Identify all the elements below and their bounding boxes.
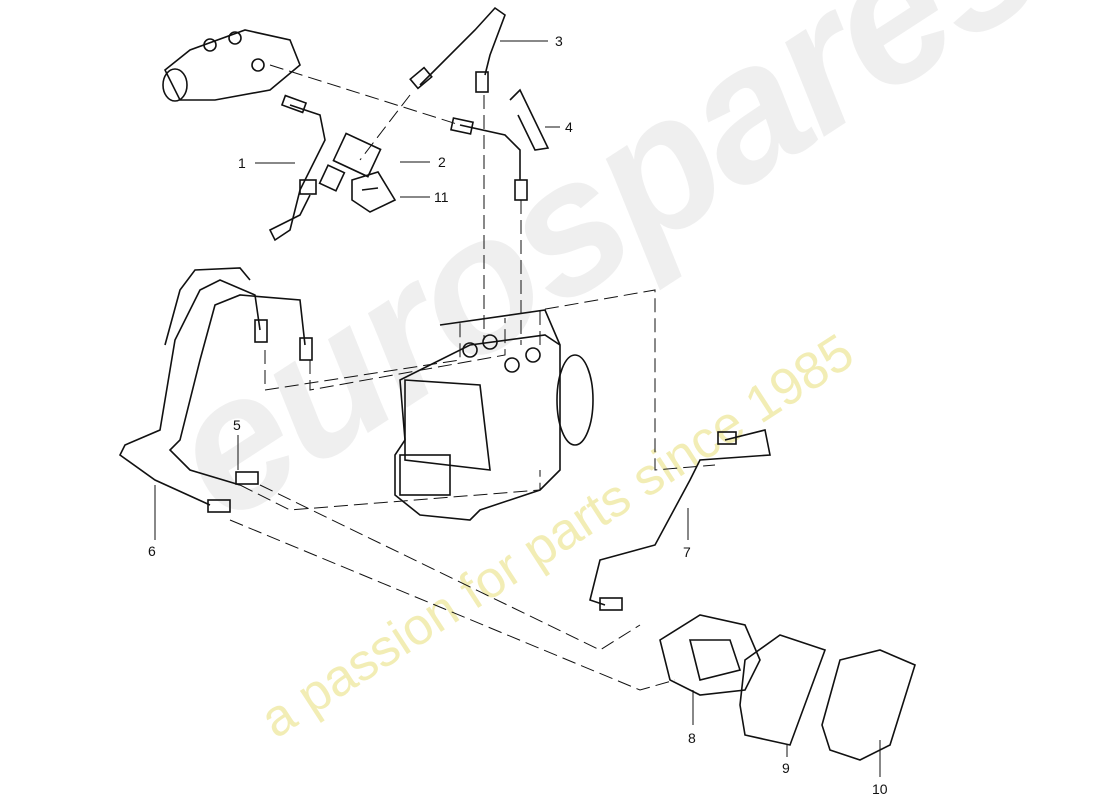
clip xyxy=(351,171,397,213)
brake-pipe-1 xyxy=(268,104,326,242)
bracket xyxy=(659,614,761,696)
master-cylinder xyxy=(162,29,301,102)
cover-plate xyxy=(821,649,916,761)
gasket xyxy=(739,634,827,746)
callout-4: 4 xyxy=(565,119,573,135)
callout-10: 10 xyxy=(872,781,888,797)
callout-7: 7 xyxy=(683,544,691,560)
callout-6: 6 xyxy=(148,543,156,559)
callout-9: 9 xyxy=(782,760,790,776)
callout-11: 11 xyxy=(434,189,449,205)
callout-3: 3 xyxy=(555,33,563,49)
callout-1: 1 xyxy=(238,155,246,171)
brake-pipe-3 xyxy=(419,6,506,86)
brake-pipe-6 xyxy=(118,279,261,506)
brake-pipe-4 xyxy=(459,88,550,180)
pressure-sensor xyxy=(318,132,382,192)
abs-hydraulic-unit xyxy=(394,309,594,521)
callout-5: 5 xyxy=(233,417,241,433)
callout-2: 2 xyxy=(438,154,446,170)
brake-pipe-7 xyxy=(589,429,771,606)
callout-8: 8 xyxy=(688,730,696,746)
